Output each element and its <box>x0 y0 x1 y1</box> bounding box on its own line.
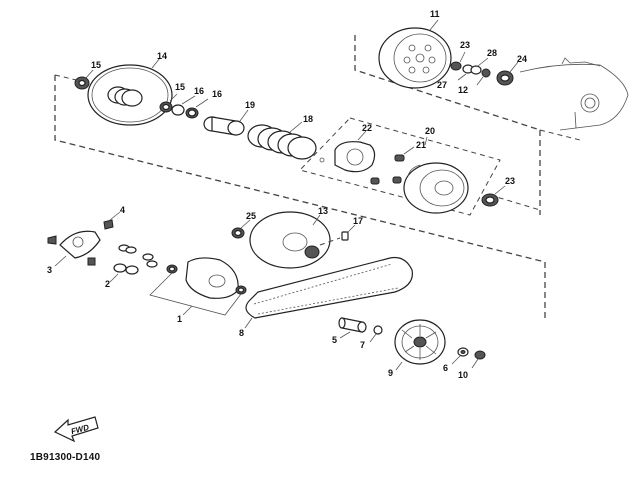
part-nut <box>481 185 506 207</box>
part-fixed-driven-face <box>231 211 356 269</box>
clutch-subassembly-frame <box>299 117 501 216</box>
callout-12: 12 <box>458 85 468 95</box>
part-ramp-plate <box>47 211 121 267</box>
fwd-arrow-icon: FWD <box>53 416 99 443</box>
callout-15-mid: 15 <box>175 82 185 92</box>
part-clutch-housing <box>378 19 452 89</box>
callout-23: 23 <box>505 176 515 186</box>
callout-13: 13 <box>318 206 328 216</box>
callout-21: 21 <box>416 140 426 150</box>
callout-8: 8 <box>239 328 244 338</box>
part-compression-spring <box>247 121 317 160</box>
part-spacer-collar <box>338 317 383 343</box>
part-clutch-carrier <box>403 162 469 214</box>
callout-26: 24 <box>517 54 527 64</box>
crankcase-cover <box>519 57 629 131</box>
callout-7: 7 <box>360 340 365 350</box>
part-clutch-plate <box>319 130 376 173</box>
callout-28: 28 <box>487 48 497 58</box>
callout-10: 10 <box>458 370 468 380</box>
diagram-code: 1B91300-D140 <box>30 452 101 463</box>
callout-11: 11 <box>430 9 440 19</box>
callout-25: 23 <box>460 40 470 50</box>
callout-24: 25 <box>246 211 256 221</box>
callout-19: 19 <box>245 100 255 110</box>
part-washers-top <box>450 51 519 86</box>
callout-15-left: 15 <box>91 60 101 70</box>
callout-18: 18 <box>303 114 313 124</box>
part-shoe-springs <box>370 136 428 185</box>
callout-2: 2 <box>105 279 110 289</box>
callout-1: 1 <box>177 314 182 324</box>
callout-labels: 11 23 28 24 27 12 15 14 15 16 16 19 18 2… <box>47 9 527 380</box>
callout-20: 20 <box>425 126 435 136</box>
part-collar <box>203 109 249 136</box>
part-weight-rollers <box>109 244 158 283</box>
callout-16-a: 16 <box>194 86 204 96</box>
part-washer-nut <box>451 347 486 369</box>
callout-9: 9 <box>388 368 393 378</box>
assembly-frame-upper <box>54 35 581 320</box>
part-driven-face <box>74 57 173 126</box>
callout-3: 3 <box>47 265 52 275</box>
callout-17: 17 <box>353 216 363 226</box>
callout-22: 22 <box>362 123 372 133</box>
part-spacer-washers <box>159 93 209 119</box>
part-drive-face-fan <box>394 319 446 371</box>
callout-4: 4 <box>120 205 125 215</box>
part-drive-belt <box>244 256 413 329</box>
callout-5: 5 <box>332 335 337 345</box>
callout-14: 14 <box>157 51 167 61</box>
callout-27: 27 <box>437 80 447 90</box>
part-movable-drive-face <box>149 257 247 316</box>
callout-16-b: 16 <box>212 89 222 99</box>
callout-6: 6 <box>443 363 448 373</box>
